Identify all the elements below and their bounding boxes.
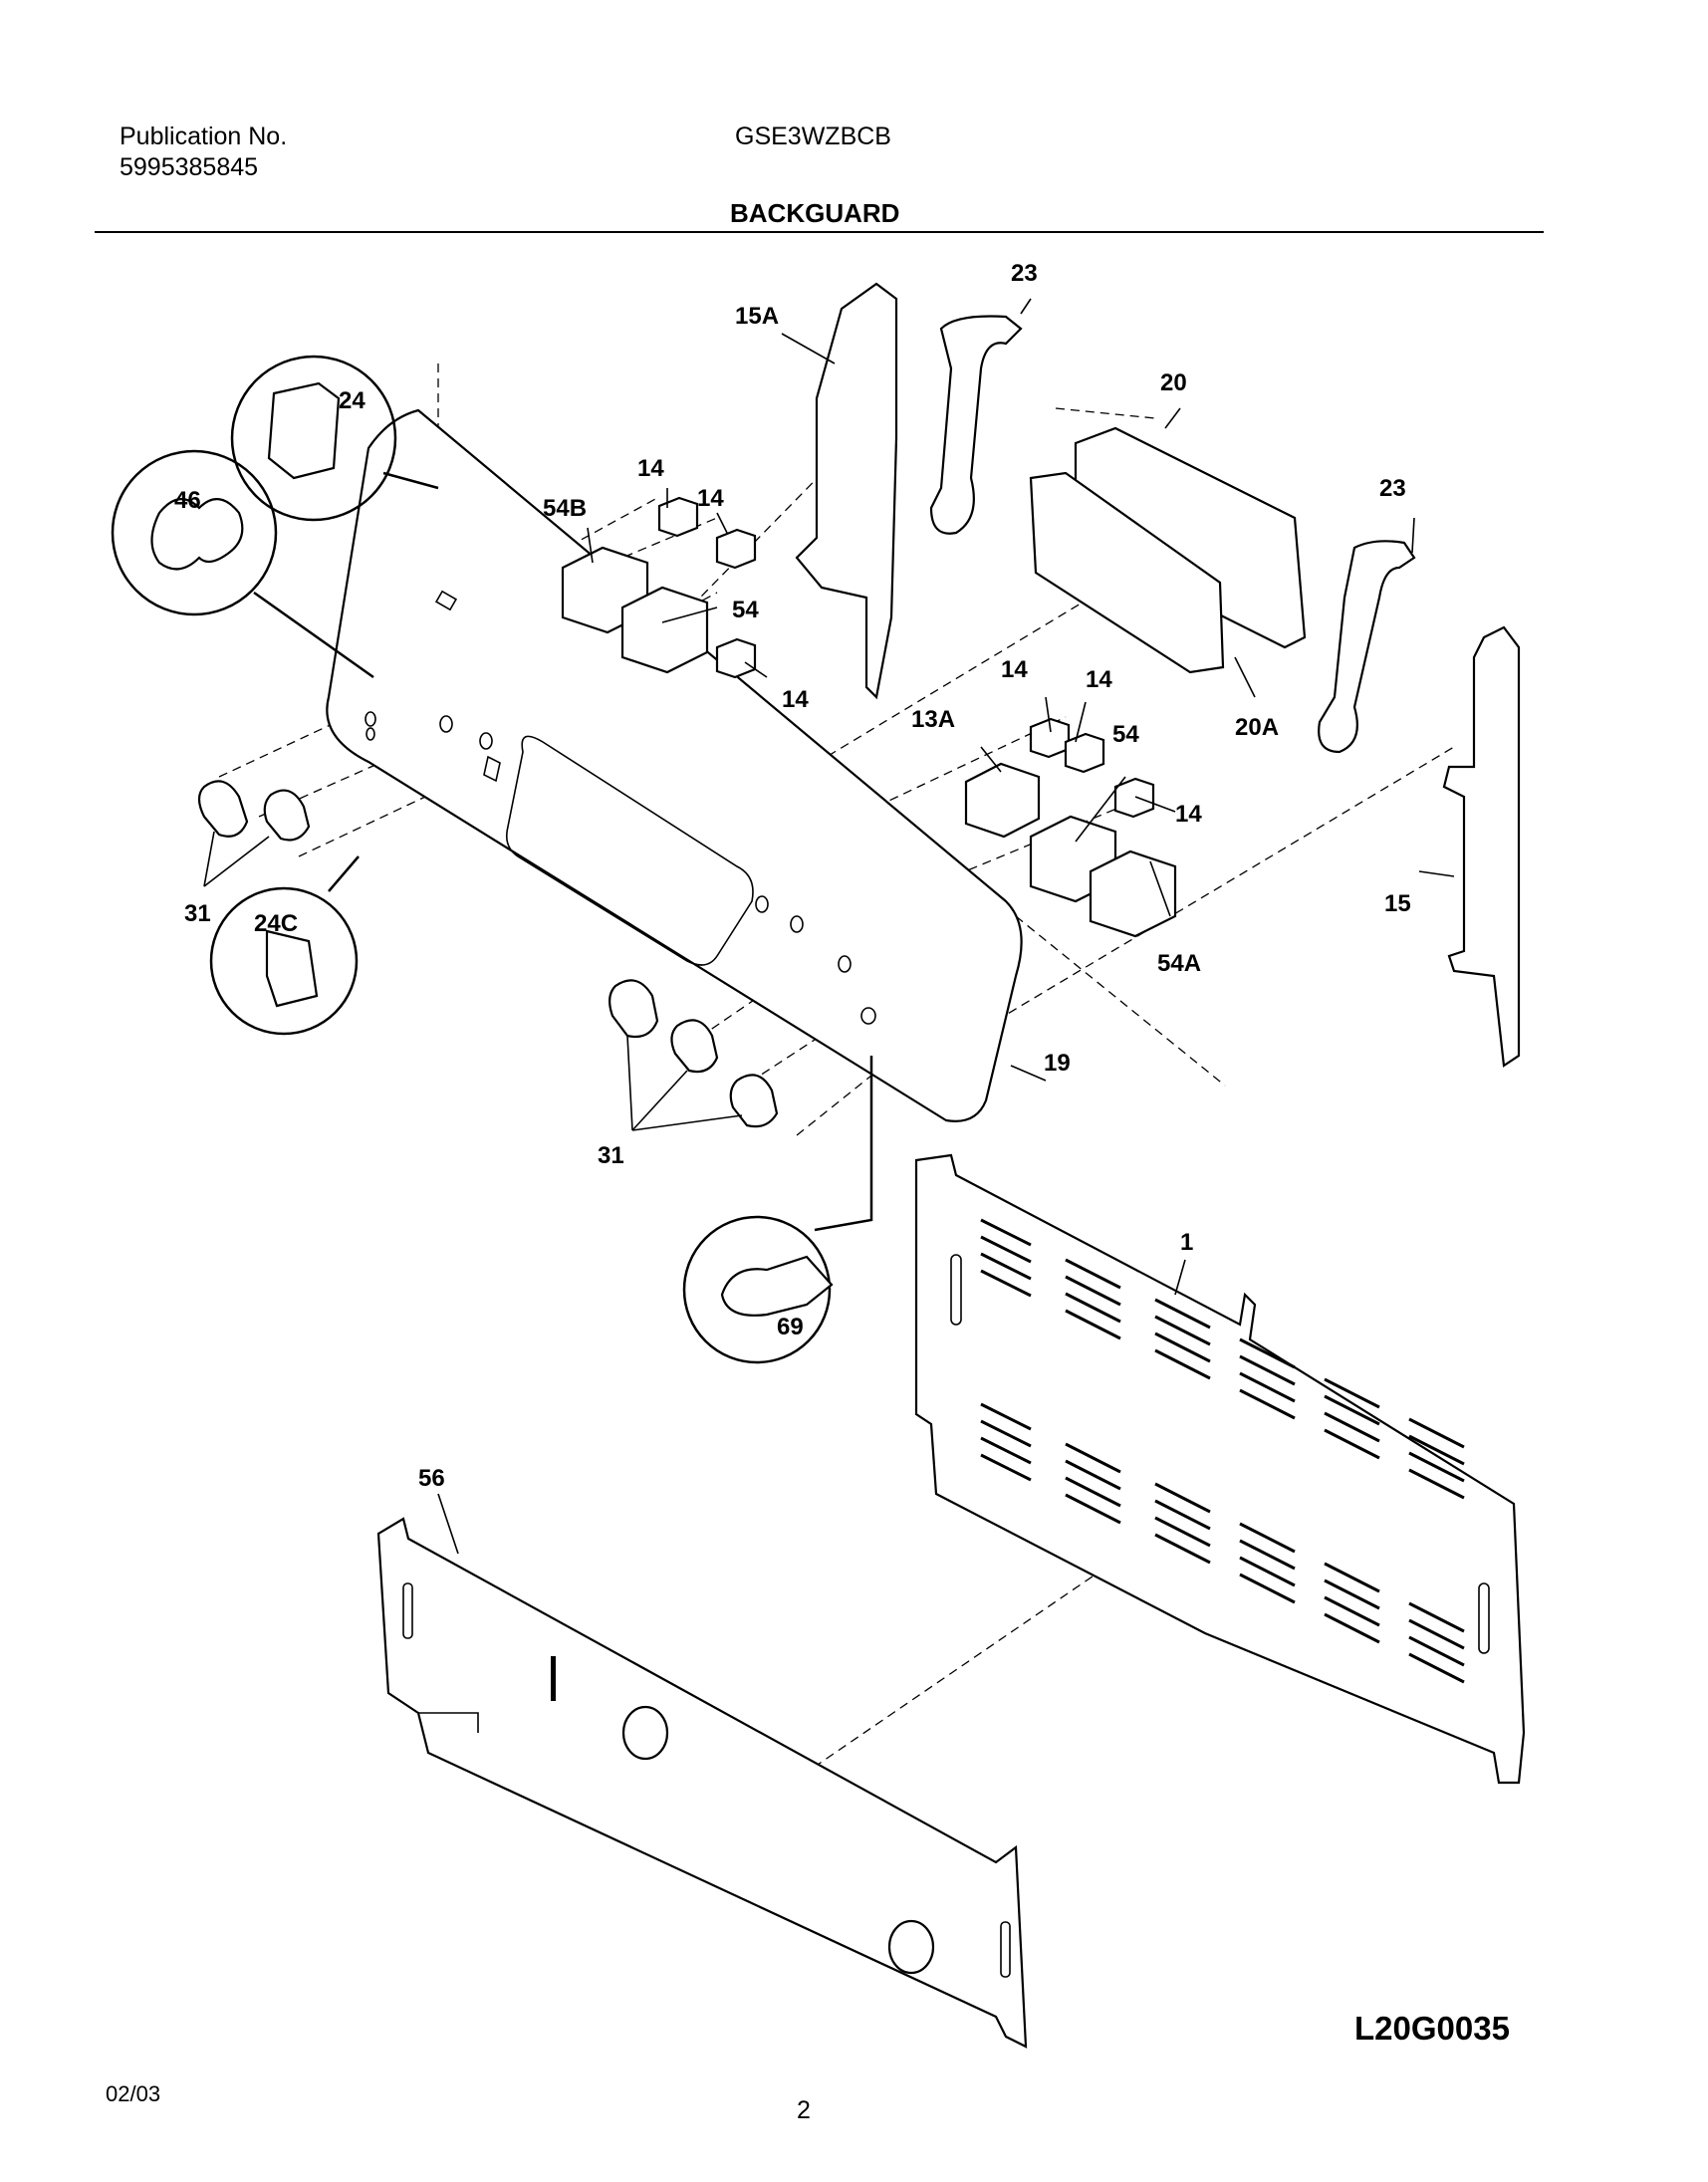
model-number: GSE3WZBCB bbox=[735, 122, 891, 150]
callout-14-a: 14 bbox=[637, 455, 664, 482]
publication-number: 5995385845 bbox=[120, 153, 259, 181]
callout-13a: 13A bbox=[911, 706, 955, 733]
callout-14-e: 14 bbox=[1086, 666, 1112, 693]
electronic-control bbox=[1029, 426, 1307, 674]
callout-31-bottom: 31 bbox=[598, 1142, 624, 1169]
end-cap-right bbox=[1442, 625, 1521, 1068]
backguard-panel bbox=[326, 408, 1023, 1122]
callout-46: 46 bbox=[174, 487, 201, 514]
callout-15: 15 bbox=[1384, 890, 1411, 917]
callout-54: 54 bbox=[732, 597, 759, 623]
callout-54-right: 54 bbox=[1112, 721, 1139, 748]
leader-lines bbox=[203, 298, 1455, 1555]
detail-circles bbox=[111, 355, 834, 1364]
drawing-code: L20G0035 bbox=[1354, 2010, 1510, 2047]
callout-1: 1 bbox=[1180, 1229, 1193, 1256]
header-divider bbox=[95, 231, 1544, 233]
callout-31-left: 31 bbox=[184, 900, 211, 927]
callout-15a: 15A bbox=[735, 303, 779, 330]
callout-23-top: 23 bbox=[1011, 260, 1038, 287]
callout-20: 20 bbox=[1160, 369, 1187, 396]
callout-14-d: 14 bbox=[1001, 656, 1028, 683]
lower-bracket bbox=[376, 1517, 1028, 2049]
callout-23-right: 23 bbox=[1379, 475, 1406, 502]
publication-date: 02/03 bbox=[106, 2081, 161, 2106]
callout-69: 69 bbox=[777, 1314, 804, 1340]
callout-56: 56 bbox=[418, 1465, 445, 1492]
panel-mounting-holes bbox=[365, 711, 876, 1025]
panel-brackets bbox=[929, 315, 1416, 754]
callout-20a: 20A bbox=[1235, 714, 1279, 741]
callout-54a: 54A bbox=[1157, 950, 1201, 977]
rear-panel-vents bbox=[950, 1218, 1490, 1684]
infinite-switches bbox=[657, 496, 1155, 819]
end-cap-left bbox=[795, 282, 898, 700]
callout-19: 19 bbox=[1044, 1050, 1071, 1077]
callout-24c: 24C bbox=[254, 910, 298, 937]
publication-label: Publication No. bbox=[120, 122, 288, 150]
callout-14-f: 14 bbox=[1175, 801, 1202, 828]
section-title: BACKGUARD bbox=[730, 198, 900, 228]
callout-24: 24 bbox=[339, 387, 366, 414]
part-callouts: 23 15A 20 24 46 54B 14 14 54 14 23 20A 1… bbox=[174, 260, 1411, 1492]
page-number: 2 bbox=[797, 2096, 811, 2124]
callout-14-c: 14 bbox=[782, 686, 809, 713]
callout-14-b: 14 bbox=[697, 485, 724, 512]
callout-54b: 54B bbox=[543, 495, 587, 522]
control-knobs bbox=[197, 780, 779, 1128]
element-switch-blocks bbox=[561, 546, 1177, 938]
